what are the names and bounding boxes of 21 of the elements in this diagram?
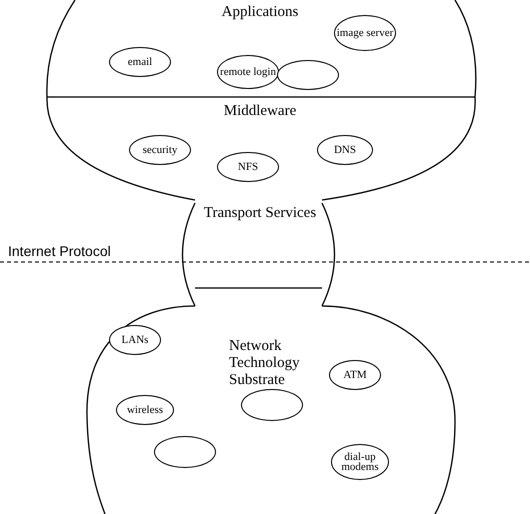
oval-shape bbox=[277, 60, 339, 90]
oval-shape bbox=[317, 135, 373, 165]
oval-label: security bbox=[142, 145, 178, 155]
oval-label: LANs bbox=[122, 335, 148, 345]
layer-label: Internet Protocol bbox=[8, 243, 111, 259]
oval-shape bbox=[329, 360, 381, 390]
oval-label: remote login bbox=[220, 67, 276, 77]
layer-title: Applications bbox=[220, 4, 300, 21]
oval-label: email bbox=[128, 57, 152, 67]
oval-shape bbox=[217, 55, 279, 89]
oval-label: image server bbox=[336, 28, 394, 38]
oval-label: NFS bbox=[238, 162, 258, 172]
oval-label: DNS bbox=[334, 145, 356, 155]
oval-shape bbox=[116, 395, 174, 425]
layer-title: Network Technology Substrate bbox=[229, 338, 301, 389]
layer-title: Middleware bbox=[222, 103, 298, 120]
oval-shape bbox=[109, 325, 161, 355]
oval-label: dial-up modems bbox=[340, 452, 380, 472]
oval-label: wireless bbox=[126, 405, 164, 415]
layer-title: Transport Services bbox=[202, 205, 318, 222]
oval-label: ATM bbox=[343, 370, 367, 380]
